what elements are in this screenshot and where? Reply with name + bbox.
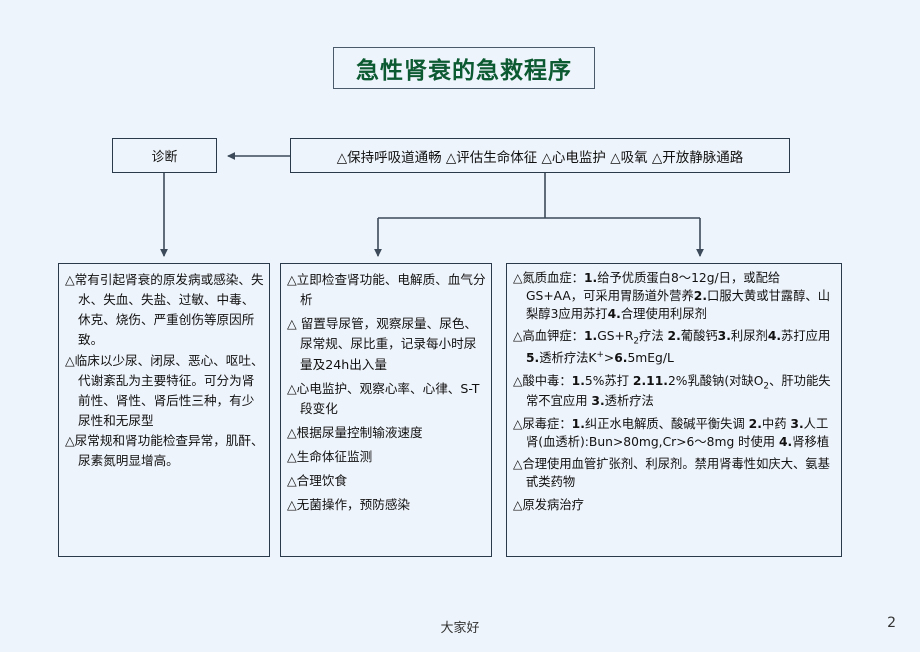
list-item: △临床以少尿、闭尿、恶心、呕吐、代谢紊乱为主要特征。可分为肾前性、肾性、肾后性三… — [65, 352, 264, 428]
slide-title-box: 急性肾衰的急救程序 — [333, 47, 595, 89]
list-item: △合理饮食 — [287, 473, 348, 489]
list-item: △合理使用血管扩张剂、利尿剂。禁用肾毒性如庆大、氨基甙类药物 — [513, 457, 830, 490]
list-item: △高血钾症：1.GS+R2疗法 2.葡酸钙3.利尿剂4.苏打应用5.透析疗法K+… — [513, 329, 831, 365]
list-item: △常有引起肾衰的原发病或感染、失水、失血、失盐、过敏、中毒、休克、烧伤、严重创伤… — [65, 272, 264, 348]
list-item: △酸中毒：1.5%苏打 2.11.2%乳酸钠(对缺O2、肝功能失常不宜应用 3.… — [513, 373, 831, 408]
list-item: △尿常规和肾功能检查异常，肌酐、尿素氮明显增高。 — [65, 433, 264, 469]
panel-diagnosis-details: △常有引起肾衰的原发病或感染、失水、失血、失盐、过敏、中毒、休克、烧伤、严重创伤… — [58, 263, 270, 557]
list-item: △生命体征监测 — [287, 449, 373, 465]
panel-monitoring-measures-body: △立即检查肾功能、电解质、血气分析 △ 留置导尿管，观察尿量、尿色、尿常规、尿比重… — [281, 264, 491, 524]
page-number: 2 — [887, 615, 896, 631]
node-diagnosis: 诊断 — [112, 138, 217, 173]
node-first-aid-label: △保持呼吸道通畅 △评估生命体征 △心电监护 △吸氧 △开放静脉通路 — [336, 149, 744, 166]
node-first-aid: △保持呼吸道通畅 △评估生命体征 △心电监护 △吸氧 △开放静脉通路 — [290, 138, 790, 173]
list-item: △氮质血症：1.给予优质蛋白8～12g/日，或配给GS+AA，可采用胃肠道外营养… — [513, 271, 830, 321]
list-item: △无菌操作，预防感染 — [287, 497, 411, 513]
panel-diagnosis-details-body: △常有引起肾衰的原发病或感染、失水、失血、失盐、过敏、中毒、休克、烧伤、严重创伤… — [59, 264, 269, 475]
list-item: △尿毒症：1.纠正水电解质、酸碱平衡失调 2.中药 3.人工肾(血透析):Bun… — [513, 416, 830, 449]
panel-monitoring-measures: △立即检查肾功能、电解质、血气分析 △ 留置导尿管，观察尿量、尿色、尿常规、尿比重… — [280, 263, 492, 557]
list-item: △ 留置导尿管，观察尿量、尿色、尿常规、尿比重，记录每小时尿量及24h出入量 — [287, 316, 478, 372]
footer-text: 大家好 — [440, 621, 480, 636]
panel-treatment-measures-body: △氮质血症：1.给予优质蛋白8～12g/日，或配给GS+AA，可采用胃肠道外营养… — [507, 264, 841, 524]
panel-treatment-measures: △氮质血症：1.给予优质蛋白8～12g/日，或配给GS+AA，可采用胃肠道外营养… — [506, 263, 842, 557]
list-item: △原发病治疗 — [513, 498, 584, 513]
page-title: 急性肾衰的急救程序 — [356, 58, 572, 84]
list-item: △根据尿量控制输液速度 — [287, 424, 423, 440]
list-item: △心电监护、观察心率、心律、S-T段变化 — [287, 380, 480, 416]
list-item: △立即检查肾功能、电解质、血气分析 — [287, 272, 486, 308]
node-diagnosis-label: 诊断 — [151, 150, 178, 165]
